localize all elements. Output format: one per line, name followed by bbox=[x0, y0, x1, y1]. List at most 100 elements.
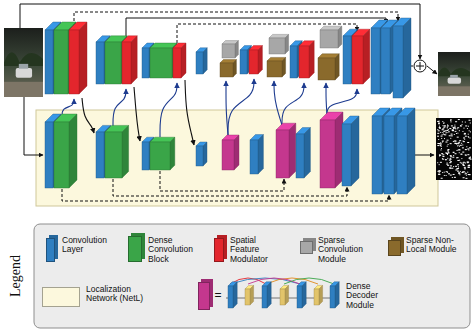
mask-speck bbox=[450, 143, 452, 144]
block-front bbox=[228, 286, 233, 308]
mask-speck bbox=[450, 158, 451, 159]
network-blocks bbox=[45, 18, 415, 194]
mask-speck bbox=[457, 143, 459, 144]
mask-speck bbox=[439, 127, 441, 128]
mask-speck bbox=[464, 139, 465, 140]
mask-speck bbox=[453, 152, 454, 153]
mask-speck bbox=[458, 173, 460, 174]
mask-speck bbox=[445, 132, 446, 133]
mask-speck bbox=[452, 157, 454, 158]
mini-block bbox=[262, 282, 271, 308]
mask-speck bbox=[451, 119, 452, 120]
mask-speck bbox=[447, 154, 448, 155]
mask-speck bbox=[442, 121, 443, 122]
block-front bbox=[371, 28, 380, 94]
block-front bbox=[330, 286, 335, 308]
mask-speck bbox=[442, 159, 444, 160]
mask-speck bbox=[463, 163, 464, 164]
mask-speck bbox=[461, 154, 462, 155]
network-block bbox=[250, 135, 263, 174]
mask-speck bbox=[447, 140, 449, 141]
network-block bbox=[276, 123, 296, 178]
block-front bbox=[249, 50, 258, 74]
block-front bbox=[142, 48, 149, 78]
block-front bbox=[250, 140, 258, 174]
block-side bbox=[335, 54, 339, 80]
block-front bbox=[269, 38, 285, 54]
mask-speck bbox=[468, 167, 470, 168]
mask-speck bbox=[468, 136, 469, 137]
mask-speck bbox=[450, 120, 451, 121]
mask-speck bbox=[438, 123, 440, 124]
mask-speck bbox=[467, 162, 468, 163]
mask-speck bbox=[438, 174, 440, 175]
mask-speck bbox=[467, 154, 469, 155]
mask-speck bbox=[447, 162, 448, 163]
mask-speck bbox=[446, 164, 448, 165]
legend-label: Spatial Feature Modulator bbox=[230, 236, 282, 264]
mini-block bbox=[245, 285, 254, 305]
mask-speck bbox=[459, 130, 460, 131]
mask-speck bbox=[441, 148, 442, 149]
network-block bbox=[69, 22, 87, 94]
mask-speck bbox=[468, 165, 470, 166]
mask-speck bbox=[454, 143, 456, 144]
mask-speck bbox=[467, 162, 469, 163]
block-side bbox=[79, 22, 87, 94]
mask-speck bbox=[440, 132, 441, 133]
block-front bbox=[222, 140, 234, 170]
mask-speck bbox=[448, 144, 449, 145]
mask-speck bbox=[455, 153, 457, 154]
block-front bbox=[142, 142, 149, 170]
mask-speck bbox=[441, 138, 442, 139]
sum-symbol bbox=[414, 60, 426, 72]
mask-speck bbox=[459, 146, 460, 147]
mask-speck bbox=[452, 130, 454, 131]
block-front bbox=[276, 130, 289, 178]
mask-speck bbox=[454, 141, 456, 142]
network-block bbox=[196, 142, 207, 166]
sum-cross bbox=[416, 62, 424, 70]
mask-speck bbox=[455, 131, 456, 132]
mask-speck bbox=[468, 134, 469, 135]
mask-speck bbox=[445, 152, 447, 153]
block-side bbox=[407, 108, 415, 194]
photo-car bbox=[16, 68, 32, 78]
mask-speck bbox=[460, 126, 462, 127]
block-front bbox=[150, 142, 170, 170]
mask-speck bbox=[467, 172, 468, 173]
block-side bbox=[234, 135, 239, 170]
mask-speck bbox=[455, 121, 457, 122]
legend-text-box: Dense Decoder Module bbox=[346, 282, 400, 310]
mask-speck bbox=[464, 167, 466, 168]
mask-speck bbox=[453, 166, 454, 167]
mask-speck bbox=[438, 139, 439, 140]
mask-speck bbox=[444, 175, 445, 176]
photo-car bbox=[448, 78, 461, 84]
mini-block bbox=[314, 285, 323, 305]
mask-speck bbox=[455, 143, 457, 144]
legend-swatch bbox=[46, 238, 55, 262]
mask-speck bbox=[461, 163, 463, 164]
mask-speck bbox=[450, 155, 452, 156]
block-side bbox=[170, 137, 175, 170]
mask-speck bbox=[468, 174, 470, 175]
mask-speck bbox=[452, 130, 454, 131]
block-side bbox=[203, 48, 207, 74]
sum-circle bbox=[414, 60, 426, 72]
mask-speck bbox=[459, 174, 460, 175]
mask-speck bbox=[447, 146, 448, 147]
mask-speck bbox=[450, 159, 452, 160]
legend-swatch bbox=[42, 287, 80, 307]
network-block bbox=[222, 41, 238, 58]
legend-swatch bbox=[300, 241, 313, 254]
mask-speck bbox=[455, 141, 457, 142]
mask-speck bbox=[439, 127, 441, 129]
mask-speck bbox=[469, 120, 471, 121]
network-block bbox=[122, 36, 137, 84]
mask-speck bbox=[468, 126, 469, 127]
block-front bbox=[173, 48, 181, 78]
mask-speck bbox=[455, 169, 457, 170]
mask-speck bbox=[459, 152, 460, 153]
